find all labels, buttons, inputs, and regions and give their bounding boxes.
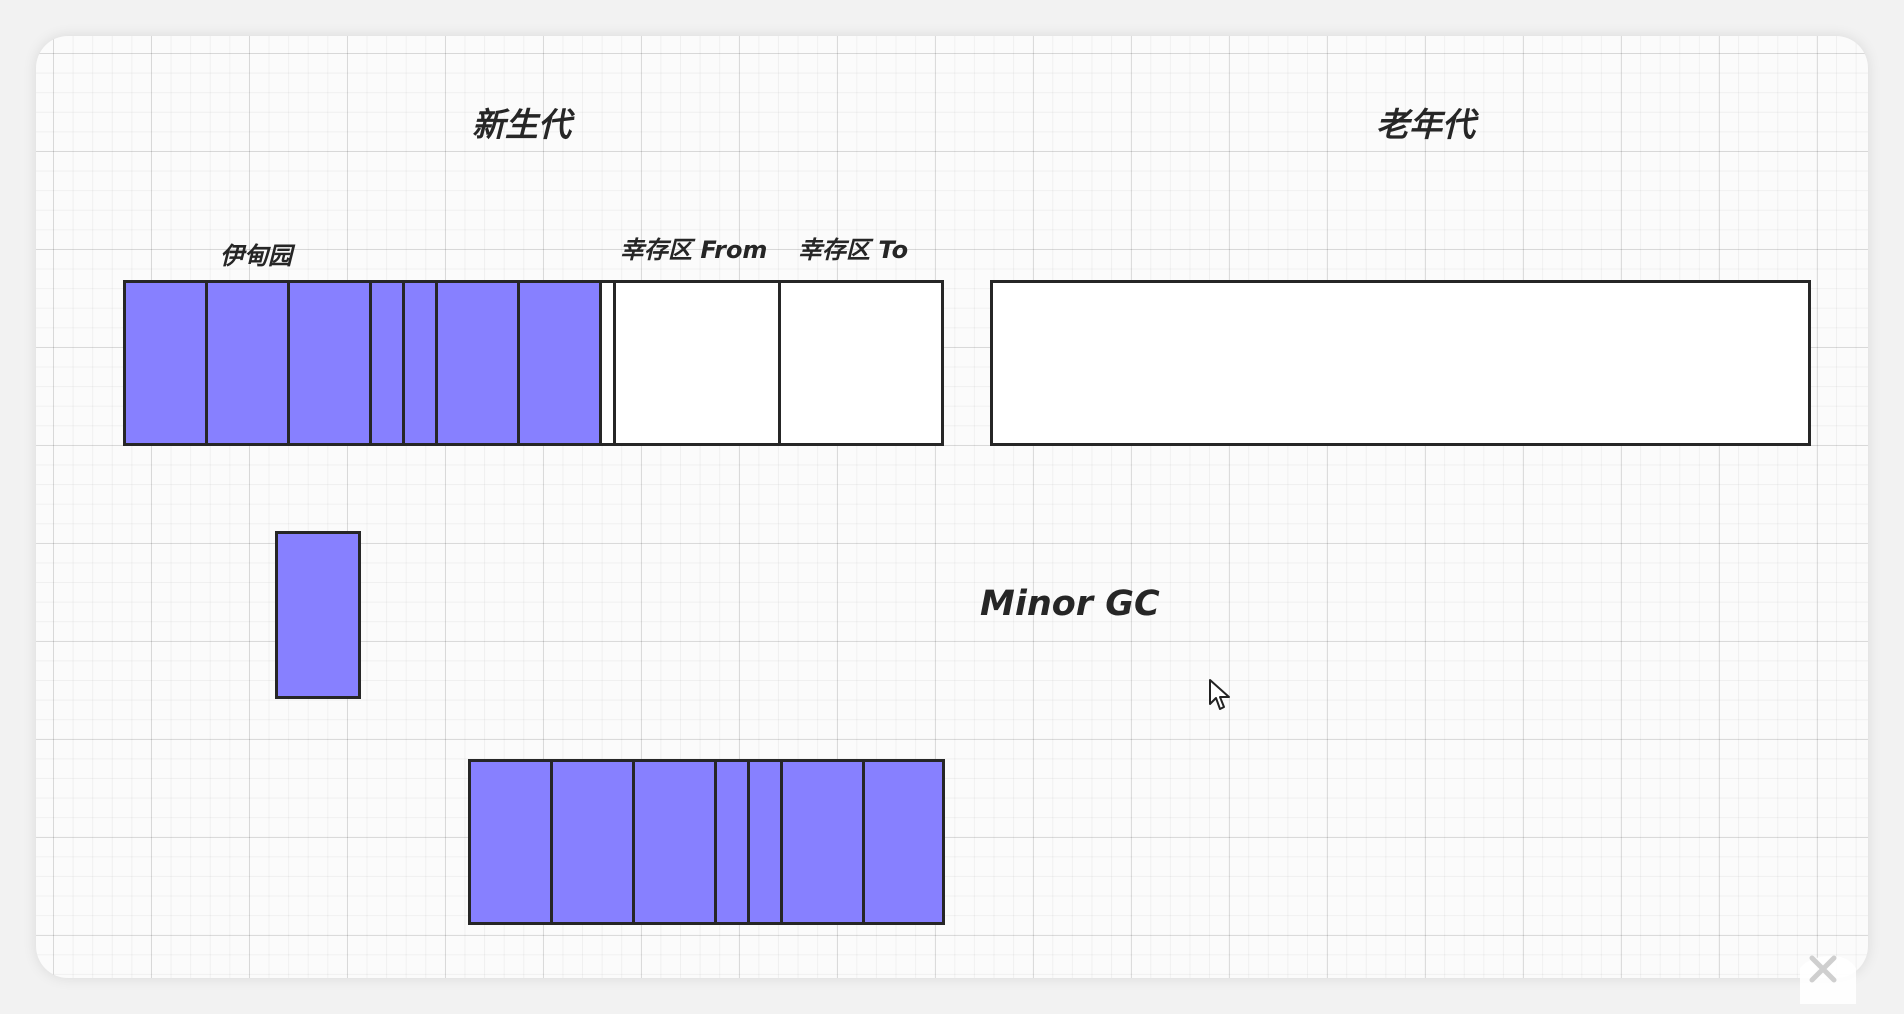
survivor-to-area — [778, 280, 944, 446]
young-generation-title: 新生代 — [472, 105, 571, 144]
collected-object — [550, 759, 635, 925]
eden-label: 伊甸园 — [220, 242, 292, 270]
eden-object — [205, 280, 290, 446]
eden-object — [123, 280, 208, 446]
survivor-to-label: 幸存区 To — [798, 236, 909, 264]
collected-object — [632, 759, 717, 925]
survivor-from-label: 幸存区 From — [620, 236, 768, 264]
minor-gc-label: Minor GC — [980, 584, 1160, 624]
eden-object — [517, 280, 602, 446]
mouse-pointer-icon — [1209, 679, 1230, 710]
new-object — [275, 531, 361, 699]
collected-object — [468, 759, 553, 925]
eden-object — [435, 280, 520, 446]
collected-object — [747, 759, 783, 925]
diagram-canvas — [36, 36, 1868, 978]
survivor-from-area — [613, 280, 781, 446]
collected-object — [862, 759, 945, 925]
close-icon[interactable] — [1786, 944, 1856, 1004]
old-generation-title: 老年代 — [1376, 105, 1475, 144]
old-generation-area — [990, 280, 1811, 446]
collected-object — [714, 759, 750, 925]
eden-object — [369, 280, 405, 446]
collected-object — [780, 759, 865, 925]
eden-object — [287, 280, 372, 446]
eden-object — [402, 280, 438, 446]
